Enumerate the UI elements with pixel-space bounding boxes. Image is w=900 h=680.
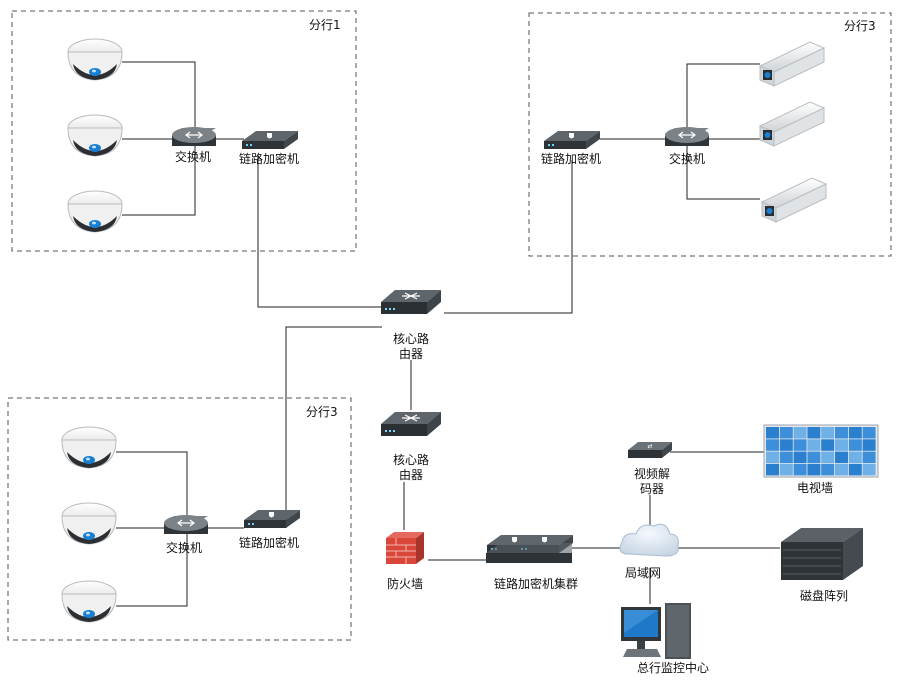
tv-wall-screen	[793, 451, 807, 464]
tv-wall-screen	[793, 439, 807, 451]
tv-wall-screen	[835, 439, 848, 451]
tv-wall-screen	[848, 427, 862, 439]
core-router-2-label: 核心路 由器	[393, 453, 429, 483]
lan-cloud-icon	[619, 523, 679, 557]
encryptor-icon	[242, 131, 298, 149]
tv-wall-screen	[766, 439, 779, 451]
switch-label-branch1: 交换机	[175, 150, 212, 164]
core-router-label-line1: 核心路	[393, 332, 430, 346]
dome-camera-icon	[67, 190, 123, 233]
hq-monitor-label: 总行监控中心	[637, 661, 710, 675]
tv-wall-label: 电视墙	[797, 481, 834, 495]
tv-wall-screen	[793, 427, 807, 439]
dome-camera-icon	[61, 426, 117, 469]
tv-wall-screen	[862, 451, 876, 464]
disk-array-icon	[781, 528, 863, 580]
dome-camera-icon	[67, 38, 123, 81]
dome-camera-icon	[61, 502, 117, 545]
encryptor-icon	[544, 131, 600, 149]
connection-lines	[116, 61, 780, 607]
tv-wall-screen	[766, 451, 779, 464]
core-router-label-line2: 由器	[399, 347, 424, 361]
disk-array-label: 磁盘阵列	[800, 589, 849, 603]
tv-wall-screen	[862, 427, 876, 439]
dome-camera-icon	[61, 580, 117, 623]
tv-wall-screen	[862, 463, 876, 476]
tv-wall-screen	[779, 427, 793, 439]
switch-icon	[171, 126, 217, 147]
core-router-icon	[380, 289, 442, 315]
tv-wall-screen	[821, 463, 835, 476]
bullet-camera-icon	[759, 41, 825, 87]
lan-label: 局域网	[625, 566, 662, 580]
tv-wall-screen	[848, 463, 862, 476]
switch-label-branch3-top: 交换机	[669, 152, 706, 166]
branch-label-3-bottom: 分行3	[306, 405, 338, 419]
branch-box-1	[11, 10, 357, 252]
tv-wall-screen	[835, 427, 848, 439]
tv-wall-screen	[821, 427, 835, 439]
tv-wall-icon	[763, 424, 879, 478]
tv-wall-screen	[821, 451, 835, 464]
switch-icon	[163, 514, 209, 535]
tv-wall-screen	[766, 427, 779, 439]
firewall-icon	[386, 532, 424, 564]
encryptor-icon	[244, 510, 300, 528]
core-router-label: 核心路 由器	[393, 332, 429, 362]
encryptor-cluster-label: 链路加密机集群	[494, 577, 579, 591]
video-decoder-icon: ⇄	[628, 442, 672, 458]
bullet-camera-icon	[759, 101, 825, 147]
branch-box-3-bottom	[7, 397, 352, 641]
branch-label-3-top: 分行3	[844, 19, 876, 33]
video-decoder-label-line2: 码器	[640, 482, 665, 496]
firewall-label: 防火墙	[387, 577, 424, 591]
tv-wall-screen	[862, 439, 876, 451]
tv-wall-screen	[807, 463, 821, 476]
branch-box-3-top	[528, 12, 892, 257]
svg-text:⇄: ⇄	[647, 443, 652, 450]
tv-wall-screen	[793, 463, 807, 476]
tv-wall-screen	[835, 463, 848, 476]
tv-wall-screen	[807, 451, 821, 464]
encryptor-label-branch3-bottom: 链路加密机	[239, 536, 300, 550]
switch-icon	[664, 126, 710, 147]
branch-label-1: 分行1	[309, 18, 341, 32]
core-router-2-label-line1: 核心路	[393, 453, 430, 467]
encryptor-cluster-icon	[486, 535, 573, 563]
encryptor-label-branch3-top: 链路加密机	[541, 152, 602, 166]
video-decoder-label-line1: 视频解	[634, 467, 671, 481]
switch-label-branch3-bottom: 交换机	[166, 541, 203, 555]
dome-camera-icon	[67, 114, 123, 157]
bullet-camera-icon	[761, 177, 827, 223]
video-decoder-label: 视频解 码器	[634, 467, 670, 497]
tv-wall-screen	[779, 451, 793, 464]
tv-wall-screen	[821, 439, 835, 451]
tv-wall-screen	[807, 427, 821, 439]
tv-wall-screen	[807, 439, 821, 451]
computer-icon	[621, 603, 691, 659]
tv-wall-screen	[766, 463, 779, 476]
tv-wall-screen	[835, 451, 848, 464]
core-router-2-icon	[380, 411, 442, 437]
encryptor-label-branch1: 链路加密机	[239, 152, 300, 166]
core-router-2-label-line2: 由器	[399, 468, 424, 482]
tv-wall-screen	[779, 463, 793, 476]
tv-wall-screen	[848, 439, 862, 451]
tv-wall-screen	[848, 451, 862, 464]
tv-wall-screen	[779, 439, 793, 451]
